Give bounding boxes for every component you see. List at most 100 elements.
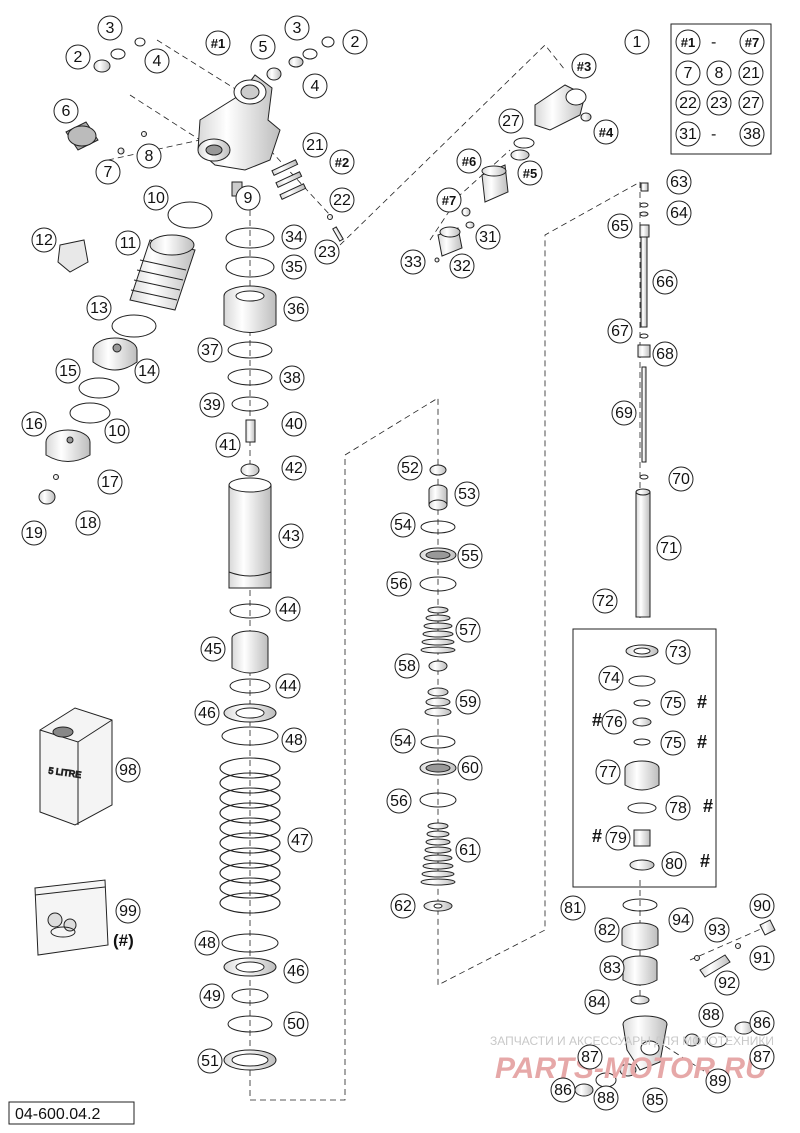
svg-text:70: 70 — [672, 471, 690, 488]
callout-74: 74 — [598, 665, 624, 691]
svg-text:14: 14 — [138, 363, 156, 380]
svg-text:10: 10 — [108, 423, 126, 440]
callout-13: 13 — [86, 295, 112, 321]
callout-58: 58 — [394, 653, 420, 679]
svg-text:38: 38 — [283, 370, 301, 387]
svg-text:2: 2 — [351, 34, 360, 51]
callout-kit-4: #4 — [593, 119, 619, 145]
callout-66: 66 — [652, 269, 678, 295]
callout-76: 76 — [601, 709, 627, 735]
callout-4: 4 — [302, 73, 328, 99]
svg-text:31: 31 — [479, 229, 497, 246]
callout-15: 15 — [55, 358, 81, 384]
svg-text:71: 71 — [660, 540, 678, 557]
svg-text:23: 23 — [710, 95, 728, 112]
callout-87: 87 — [577, 1044, 603, 1070]
svg-text:93: 93 — [708, 922, 726, 939]
svg-text:22: 22 — [333, 192, 351, 209]
hash-mark: # — [592, 826, 602, 846]
callout-49: 49 — [199, 983, 225, 1009]
svg-text:89: 89 — [709, 1073, 727, 1090]
callout-87: 87 — [749, 1044, 775, 1070]
svg-text:1: 1 — [633, 34, 642, 51]
svg-text:27: 27 — [502, 113, 520, 130]
callout-9: 9 — [235, 185, 261, 211]
callout-37: 37 — [197, 337, 223, 363]
svg-text:9: 9 — [244, 190, 253, 207]
svg-text:80: 80 — [665, 856, 683, 873]
svg-text:64: 64 — [670, 205, 688, 222]
callout-23: 23 — [314, 239, 340, 265]
callout-48: 48 — [194, 930, 220, 956]
callout-42: 42 — [281, 455, 307, 481]
svg-text:85: 85 — [646, 1092, 664, 1109]
svg-text:36: 36 — [287, 301, 305, 318]
callout-98: 98 — [115, 757, 141, 783]
hash-mark: # — [703, 796, 713, 816]
watermark-line1: ЗАПЧАСТИ И АКСЕССУАРЫ ДЛЯ МОТОТЕХНИКИ — [490, 1034, 774, 1048]
callout-kit-5: #5 — [517, 160, 543, 186]
svg-text:76: 76 — [605, 714, 623, 731]
svg-text:46: 46 — [287, 963, 305, 980]
kit-box-item: #7 — [739, 29, 765, 55]
callout-19: 19 — [21, 520, 47, 546]
callout-80: 80 — [661, 851, 687, 877]
svg-text:#7: #7 — [745, 35, 759, 50]
callout-34: 34 — [281, 224, 307, 250]
callout-10: 10 — [143, 185, 169, 211]
callout-88: 88 — [698, 1002, 724, 1028]
callout-kit-2: #2 — [329, 149, 355, 175]
callout-57: 57 — [455, 617, 481, 643]
svg-text:#4: #4 — [599, 125, 614, 140]
callout-3: 3 — [97, 15, 123, 41]
svg-text:22: 22 — [679, 95, 697, 112]
hash-mark: # — [592, 710, 602, 730]
svg-text:99: 99 — [119, 903, 137, 920]
svg-text:15: 15 — [59, 363, 77, 380]
callout-72: 72 — [592, 588, 618, 614]
callout-59: 59 — [455, 689, 481, 715]
svg-text:42: 42 — [285, 460, 303, 477]
svg-text:56: 56 — [390, 576, 408, 593]
svg-text:74: 74 — [602, 670, 620, 687]
callout-62: 62 — [390, 893, 416, 919]
callout-17: 17 — [97, 469, 123, 495]
callout-54: 54 — [390, 728, 416, 754]
callout-99: 99 — [115, 898, 141, 924]
callout-5: 5 — [250, 34, 276, 60]
svg-text:83: 83 — [603, 960, 621, 977]
callout-64: 64 — [666, 200, 692, 226]
svg-text:21: 21 — [306, 137, 324, 154]
svg-text:98: 98 — [119, 762, 137, 779]
callout-21: 21 — [302, 132, 328, 158]
callout-10: 10 — [104, 418, 130, 444]
svg-text:48: 48 — [198, 935, 216, 952]
svg-text:#7: #7 — [442, 193, 456, 208]
callout-40: 40 — [281, 411, 307, 437]
svg-text:60: 60 — [461, 760, 479, 777]
svg-text:21: 21 — [742, 65, 760, 82]
svg-text:31: 31 — [679, 126, 697, 143]
callout-89: 89 — [705, 1068, 731, 1094]
svg-text:38: 38 — [743, 126, 761, 143]
svg-text:94: 94 — [672, 912, 690, 929]
kit-box-range-dash: - — [711, 34, 716, 51]
svg-text:92: 92 — [718, 975, 736, 992]
svg-text:33: 33 — [404, 254, 422, 271]
callout-kit-6: #6 — [456, 148, 482, 174]
callout-12: 12 — [31, 227, 57, 253]
svg-text:84: 84 — [588, 994, 606, 1011]
svg-text:17: 17 — [101, 474, 119, 491]
svg-text:19: 19 — [25, 525, 43, 542]
diagram-code: 04-600.04.2 — [15, 1106, 101, 1123]
svg-text:8: 8 — [715, 65, 724, 82]
svg-text:87: 87 — [581, 1049, 599, 1066]
callout-14: 14 — [134, 358, 160, 384]
svg-text:52: 52 — [401, 460, 419, 477]
callout-kit-3: #3 — [571, 53, 597, 79]
kit-box-item: 38 — [739, 121, 765, 147]
kit-box-item: 8 — [706, 60, 732, 86]
svg-text:46: 46 — [198, 705, 216, 722]
svg-text:73: 73 — [669, 644, 687, 661]
